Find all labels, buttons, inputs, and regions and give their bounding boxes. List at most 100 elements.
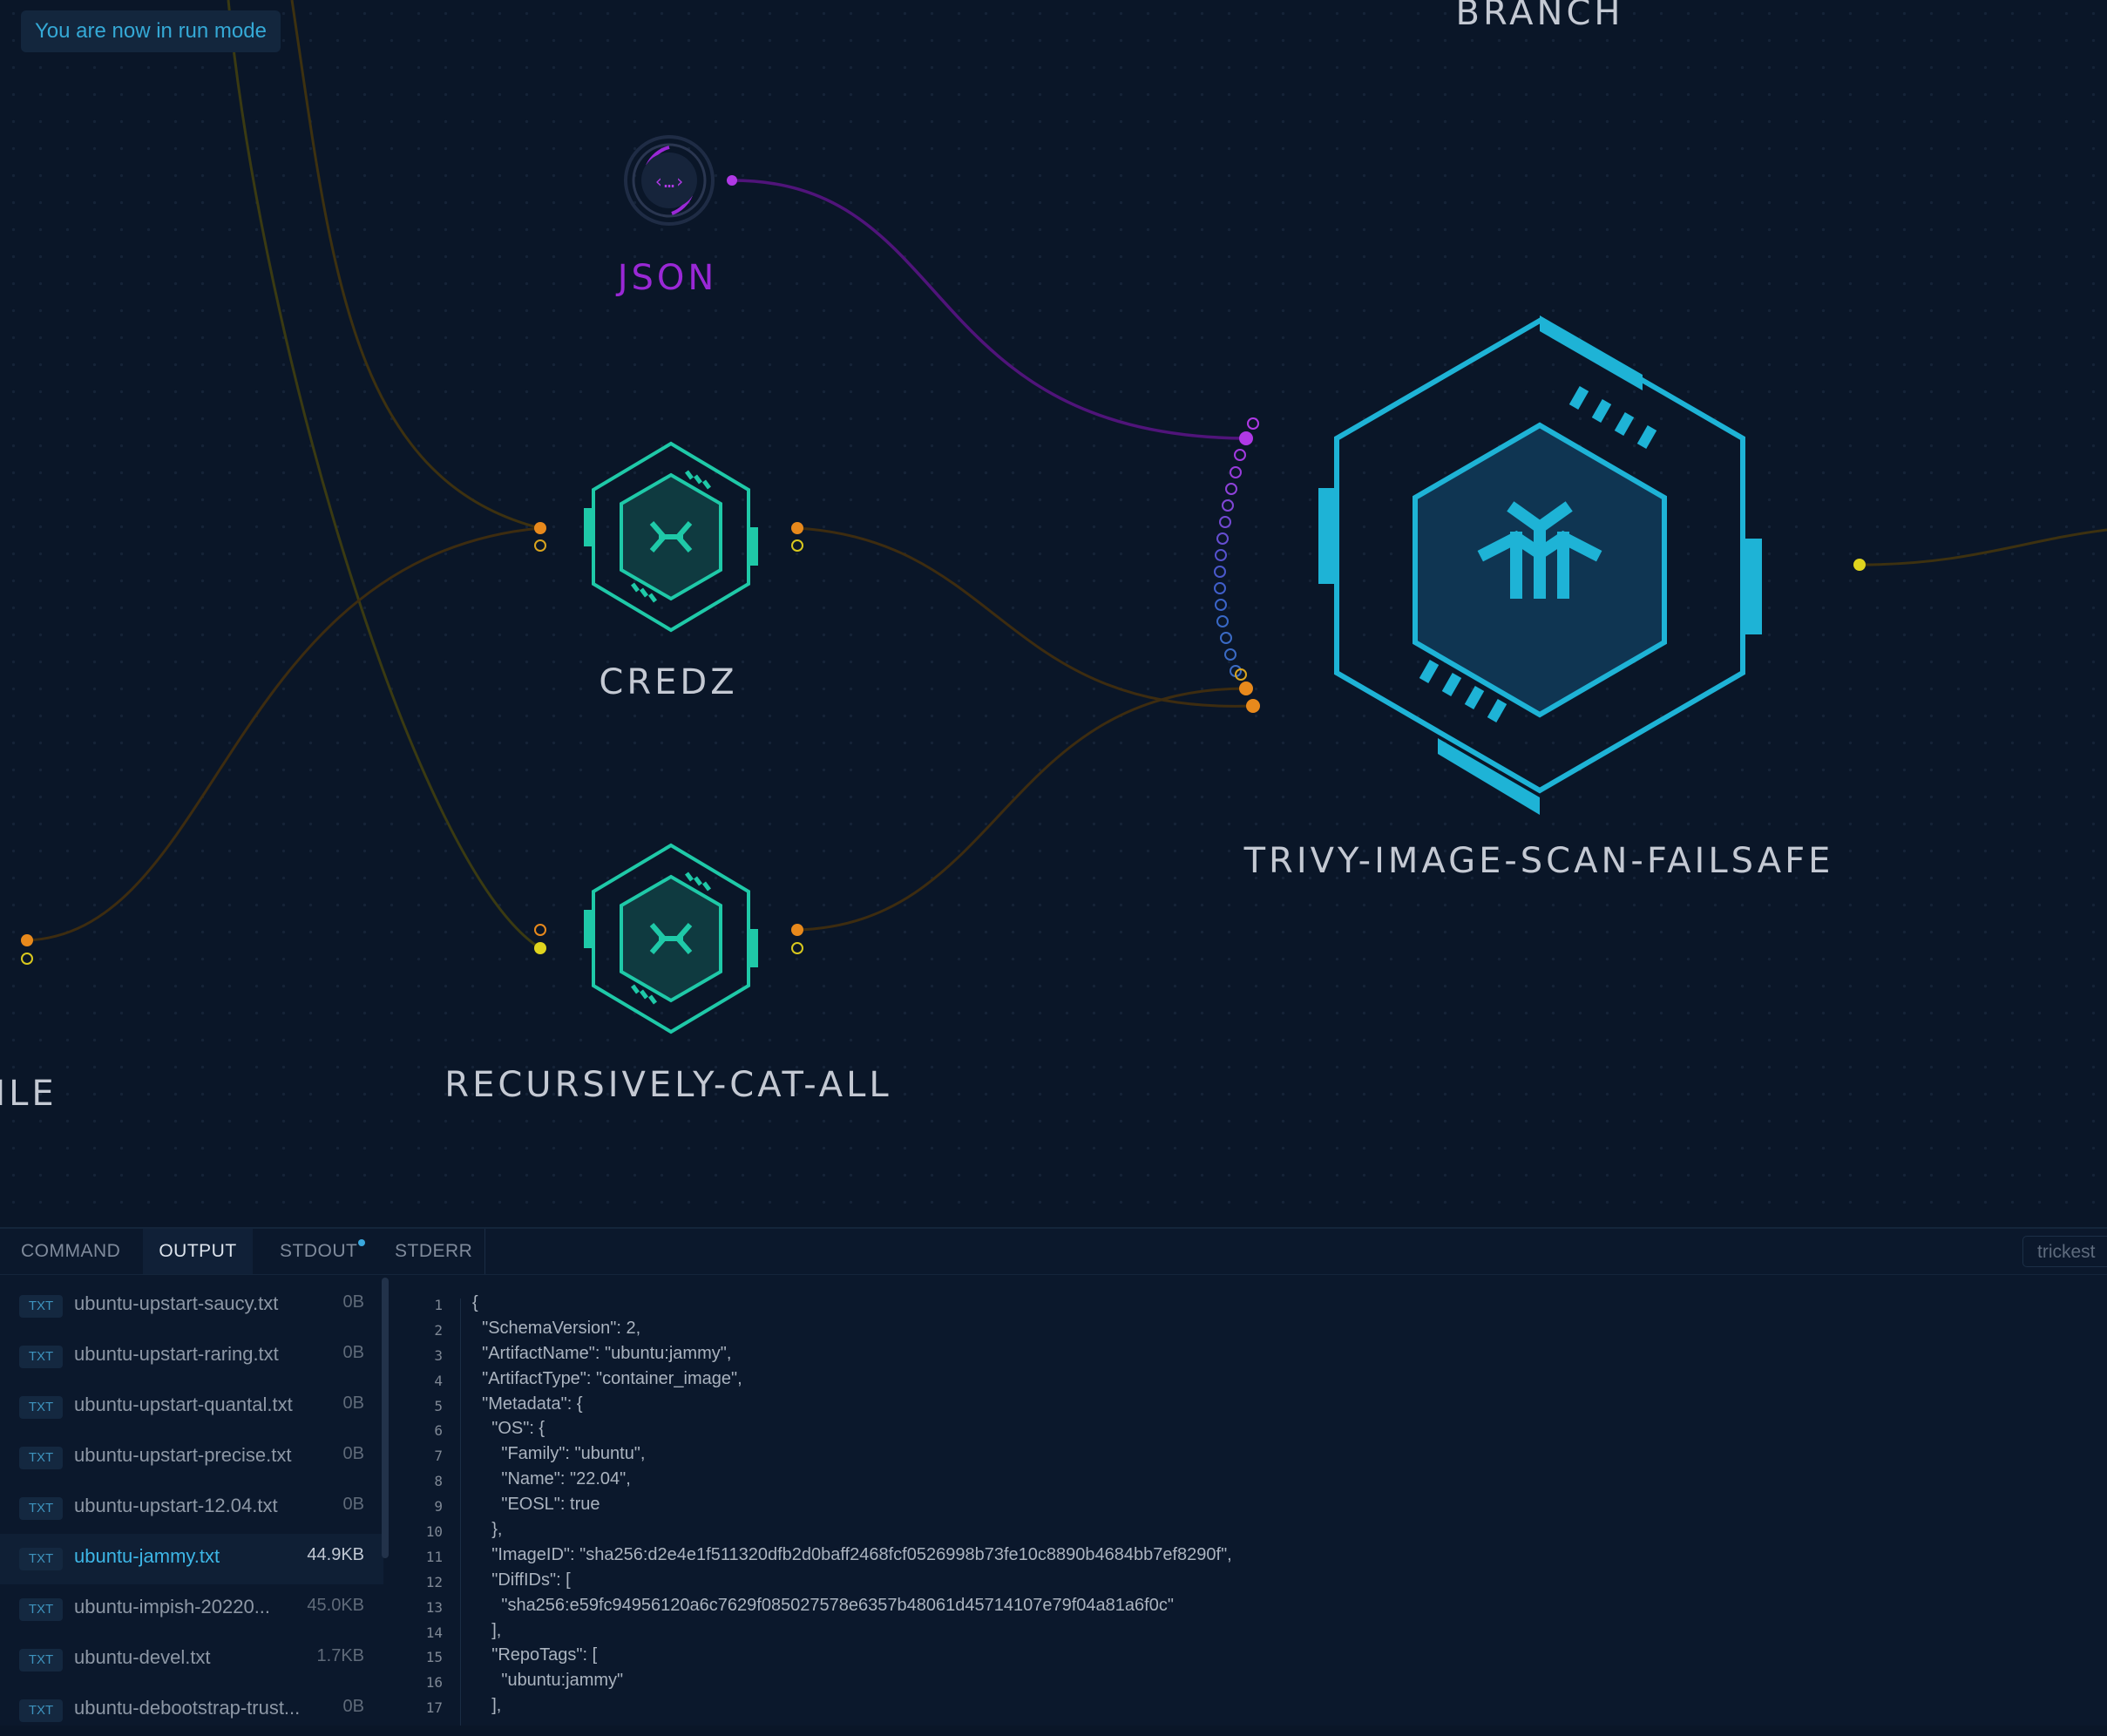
line-number: 10 — [425, 1523, 443, 1541]
code-text: ], — [472, 1620, 502, 1640]
code-text: "DiffIDs": [ — [472, 1570, 571, 1590]
code-text: { — [472, 1293, 478, 1312]
line-number: 14 — [425, 1624, 443, 1641]
workflow-canvas[interactable]: You are now in run mode BRANCH ‹…› JSON … — [0, 0, 2107, 1227]
edge — [731, 179, 1247, 440]
file-name: ubuntu-upstart-raring.txt — [74, 1343, 279, 1365]
file-size: 0B — [342, 1394, 364, 1413]
line-number: 15 — [425, 1649, 443, 1666]
code-line: 9 "EOSL": true — [390, 1495, 2098, 1520]
file-size: 45.0KB — [307, 1596, 364, 1615]
line-number: 11 — [425, 1548, 443, 1565]
file-row[interactable]: TXT ubuntu-debootstrap-trust... 0B — [0, 1685, 383, 1736]
code-text: "OS": { — [472, 1419, 545, 1439]
tab-stderr[interactable]: STDERR — [395, 1241, 473, 1261]
code-text: "ArtifactName": "ubuntu:jammy", — [472, 1343, 732, 1363]
file-row[interactable]: TXT ubuntu-upstart-12.04.txt 0B — [0, 1483, 383, 1534]
code-line: 2 "SchemaVersion": 2, — [390, 1319, 2098, 1344]
file-row[interactable]: TXT ubuntu-impish-20220... 45.0KB — [0, 1584, 383, 1635]
file-name: ubuntu-devel.txt — [74, 1646, 211, 1668]
line-number: 5 — [434, 1397, 443, 1414]
code-line: 12 "DiffIDs": [ — [390, 1570, 2098, 1596]
port-dot — [21, 953, 33, 965]
node-label-recursively-cat-all: RECURSIVELY-CAT-ALL — [444, 1065, 892, 1105]
trivy-scan-icon — [1318, 315, 1762, 815]
file-size: 44.9KB — [307, 1545, 364, 1564]
port-dot — [791, 924, 803, 936]
port-dot — [727, 175, 737, 186]
line-number: 4 — [434, 1372, 443, 1389]
port-dot — [534, 522, 546, 534]
code-line: 8 "Name": "22.04", — [390, 1469, 2098, 1495]
line-number: 3 — [434, 1346, 443, 1364]
file-list-scrollbar[interactable] — [382, 1278, 389, 1558]
file-row[interactable]: TXT ubuntu-upstart-quantal.txt 0B — [0, 1382, 383, 1433]
tab-output[interactable]: OUTPUT — [143, 1229, 253, 1274]
node-label-trivy-image-scan-failsafe: TRIVY-IMAGE-SCAN-FAILSAFE — [1243, 841, 1834, 881]
file-type-badge: TXT — [19, 1598, 63, 1621]
file-size: 1.7KB — [316, 1646, 364, 1665]
file-size: 0B — [342, 1495, 364, 1514]
file-name: ubuntu-upstart-12.04.txt — [74, 1495, 278, 1516]
editor-gutter-divider — [460, 1299, 461, 1726]
tab-stdout[interactable]: STDOUT — [280, 1241, 358, 1261]
file-size: 0B — [342, 1697, 364, 1716]
tool-node-icon — [584, 843, 758, 1034]
code-line: 10 }, — [390, 1520, 2098, 1545]
code-text: "sha256:e59fc94956120a6c7629f085027578e6… — [472, 1595, 1174, 1615]
output-code-viewer[interactable]: 1{ 2 "SchemaVersion": 2, 3 "ArtifactName… — [390, 1293, 2098, 1726]
json-node[interactable]: ‹…› — [621, 131, 717, 231]
code-braces-icon: ‹…› — [624, 135, 715, 226]
file-type-badge: TXT — [19, 1447, 63, 1469]
code-text: "ImageID": "sha256:d2e4e1f511320dfb2d0ba… — [472, 1544, 1232, 1564]
code-line: 15 "RepoTags": [ — [390, 1645, 2098, 1671]
recursively-cat-all-node[interactable] — [584, 842, 758, 1035]
file-name: ubuntu-debootstrap-trust... — [74, 1697, 301, 1719]
file-type-badge: TXT — [19, 1699, 63, 1722]
file-size: 0B — [342, 1343, 364, 1362]
credz-node[interactable] — [584, 440, 758, 634]
file-size: 0B — [342, 1444, 364, 1463]
file-name: ubuntu-upstart-quantal.txt — [74, 1394, 293, 1415]
file-row[interactable]: TXT ubuntu-upstart-saucy.txt 0B — [0, 1281, 383, 1332]
edge — [1859, 528, 2107, 566]
file-row[interactable]: TXT ubuntu-devel.txt 1.7KB — [0, 1635, 383, 1685]
tab-command[interactable]: COMMAND — [21, 1241, 121, 1261]
line-number: 9 — [434, 1498, 443, 1516]
port-dot — [791, 942, 803, 954]
node-label-json: JSON — [617, 258, 718, 298]
code-text: "Metadata": { — [472, 1394, 583, 1414]
code-text: "SchemaVersion": 2, — [472, 1318, 641, 1338]
file-type-badge: TXT — [19, 1548, 63, 1570]
file-row[interactable]: TXT ubuntu-upstart-raring.txt 0B — [0, 1332, 383, 1382]
code-text: "ArtifactType": "container_image", — [472, 1368, 742, 1388]
line-number: 6 — [434, 1422, 443, 1440]
code-line: 14 ], — [390, 1621, 2098, 1646]
line-number: 2 — [434, 1321, 443, 1339]
port-dot — [534, 942, 546, 954]
tab-divider — [484, 1229, 485, 1274]
code-line: 6 "OS": { — [390, 1419, 2098, 1444]
code-line: 1{ — [390, 1293, 2098, 1319]
code-text: "Family": "ubuntu", — [472, 1444, 646, 1464]
search-input[interactable]: trickest — [2022, 1236, 2107, 1267]
edge — [227, 0, 541, 950]
run-mode-banner: You are now in run mode — [21, 10, 281, 52]
code-line: 11 "ImageID": "sha256:d2e4e1f511320dfb2d… — [390, 1545, 2098, 1570]
code-text: }, — [472, 1520, 503, 1540]
trivy-image-scan-failsafe-node[interactable] — [1316, 314, 1765, 815]
node-label-credz: CREDZ — [599, 662, 738, 702]
svg-text:‹…›: ‹…› — [654, 171, 685, 192]
file-type-badge: TXT — [19, 1346, 63, 1368]
tool-node-icon — [584, 441, 758, 633]
output-tabs: COMMAND OUTPUT STDOUT STDERR trickest — [0, 1229, 2107, 1275]
line-number: 1 — [434, 1297, 443, 1313]
code-line: 16 "ubuntu:jammy" — [390, 1671, 2098, 1696]
file-row[interactable]: TXT ubuntu-upstart-precise.txt 0B — [0, 1433, 383, 1483]
edge — [796, 526, 1254, 708]
output-panel: COMMAND OUTPUT STDOUT STDERR trickest TX… — [0, 1227, 2107, 1726]
file-row-selected[interactable]: TXT ubuntu-jammy.txt 44.9KB — [0, 1534, 383, 1584]
code-text: "EOSL": true — [472, 1495, 600, 1515]
port-dot — [534, 539, 546, 552]
file-name: ubuntu-impish-20220... — [74, 1596, 271, 1617]
